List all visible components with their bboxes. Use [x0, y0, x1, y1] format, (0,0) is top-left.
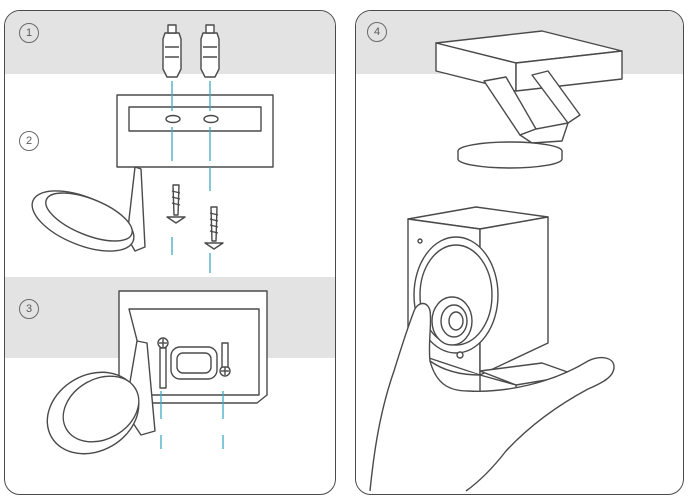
right-instruction-panel: 4: [355, 10, 684, 495]
ceiling-arm: [483, 70, 581, 144]
installed-screw-left: [157, 337, 169, 389]
ceiling-plate: [435, 30, 623, 92]
left-instruction-panel: 1 2 3: [4, 10, 336, 495]
step-4-badge: 4: [367, 22, 387, 42]
mount-plate: [116, 94, 274, 168]
right-illustration: [369, 30, 623, 492]
step-1-badge: 1: [19, 23, 39, 43]
wall-anchor-left: [162, 24, 182, 78]
screw-left: [166, 184, 186, 224]
ceiling-disc: [457, 141, 563, 169]
step3-disc: [46, 371, 140, 455]
camera-lens: [431, 296, 473, 359]
installed-screw-right: [219, 342, 231, 377]
step-2-badge: 2: [19, 131, 39, 151]
left-illustration: [31, 24, 274, 455]
screw-right: [204, 206, 224, 250]
wall-anchor-right: [200, 24, 220, 78]
hand-holding-camera: [369, 302, 615, 492]
step-3-badge: 3: [19, 299, 39, 319]
mount-disc: [31, 190, 135, 252]
alignment-guides: [160, 81, 224, 449]
